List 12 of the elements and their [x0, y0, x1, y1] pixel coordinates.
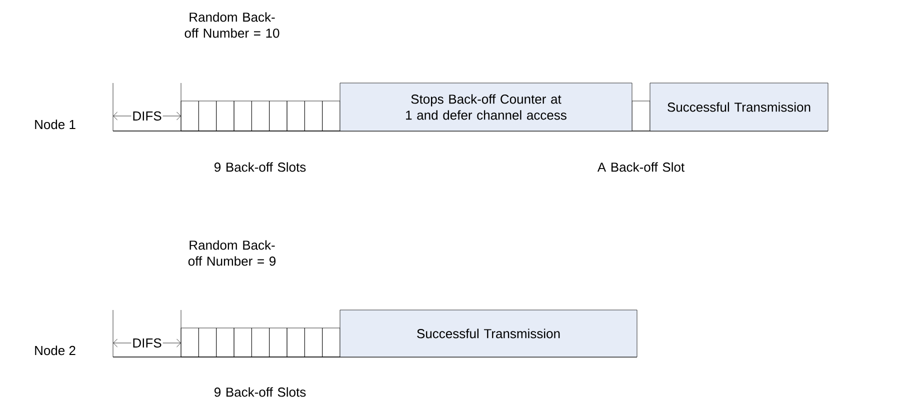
node-label: Node 2 — [35, 346, 76, 356]
frame-box: Stops Back-off Counter at 1 and defer channel access — [340, 82, 632, 132]
dimension-line: DIFS — [113, 337, 181, 349]
annotation-text: Random Back-off Number = 9 — [188, 240, 276, 266]
annotation-text: A Back-off Slot — [597, 162, 684, 172]
annotation-text: 9 Back-off Slots — [214, 387, 306, 397]
dimension-line: DIFS — [113, 110, 181, 122]
annotation-text: Random Back-off Number = 10 — [184, 12, 280, 38]
node-label: Node 1 — [35, 120, 76, 130]
frame-box: Successful Transmission — [650, 82, 828, 132]
frame-box: Successful Transmission — [340, 310, 638, 358]
annotation-text: 9 Back-off Slots — [214, 162, 306, 172]
